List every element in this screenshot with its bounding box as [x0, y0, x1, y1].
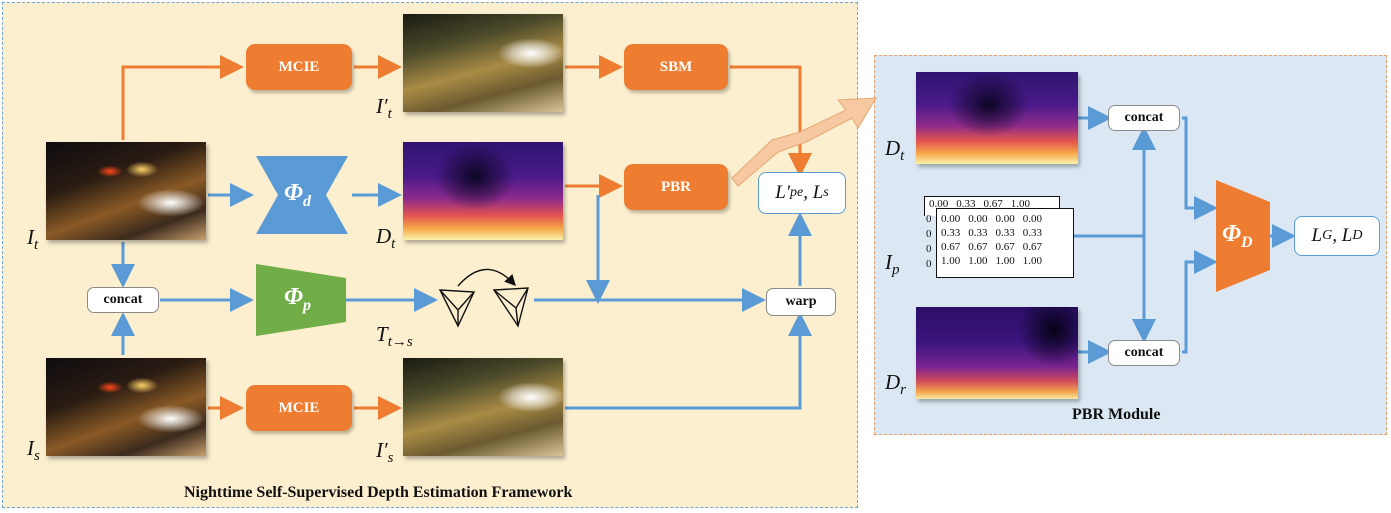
- pbr-label-dt: Dt: [885, 136, 905, 165]
- pbr-depth-map-dt: [916, 72, 1078, 164]
- pose-network-label: Φp: [284, 284, 311, 314]
- pose-network-phi-p: [256, 264, 346, 336]
- discriminator-label: ΦD: [1222, 221, 1253, 251]
- label-is: Is: [27, 436, 40, 465]
- position-matrix-left-col: 0 0 0 0: [926, 213, 932, 270]
- concat-block: concat: [87, 287, 159, 313]
- label-it: It: [27, 225, 39, 254]
- pbr-block: PBR: [624, 164, 728, 210]
- label-dt: Dt: [376, 224, 396, 253]
- input-image-it: [46, 142, 206, 240]
- sbm-block: SBM: [624, 44, 728, 90]
- pbr-label-ip: Ip: [885, 250, 900, 279]
- enhanced-image-it: [403, 14, 563, 112]
- depth-map-dt: [403, 142, 563, 240]
- enhanced-image-is: [403, 358, 563, 456]
- discriminator-phi-d: [1216, 180, 1270, 292]
- depth-network-phi-d: [256, 156, 348, 234]
- framework-caption: Nighttime Self-Supervised Depth Estimati…: [184, 484, 573, 501]
- input-image-is: [46, 358, 206, 456]
- label-it-prime: I′t: [376, 94, 392, 123]
- pbr-concat-top: concat: [1108, 105, 1180, 131]
- mcie-block-bottom: MCIE: [246, 385, 352, 431]
- pbr-label-dr: Dr: [885, 370, 907, 399]
- pbr-depth-map-dr: [916, 307, 1078, 399]
- pbr-module-caption: PBR Module: [1072, 406, 1161, 423]
- pbr-concat-bottom: concat: [1108, 340, 1180, 366]
- label-is-prime: I′s: [376, 438, 394, 467]
- mcie-block-top: MCIE: [246, 44, 352, 90]
- label-pose: Tt→s: [376, 322, 413, 351]
- warp-block: warp: [766, 288, 836, 316]
- depth-network-label: Φd: [284, 180, 311, 210]
